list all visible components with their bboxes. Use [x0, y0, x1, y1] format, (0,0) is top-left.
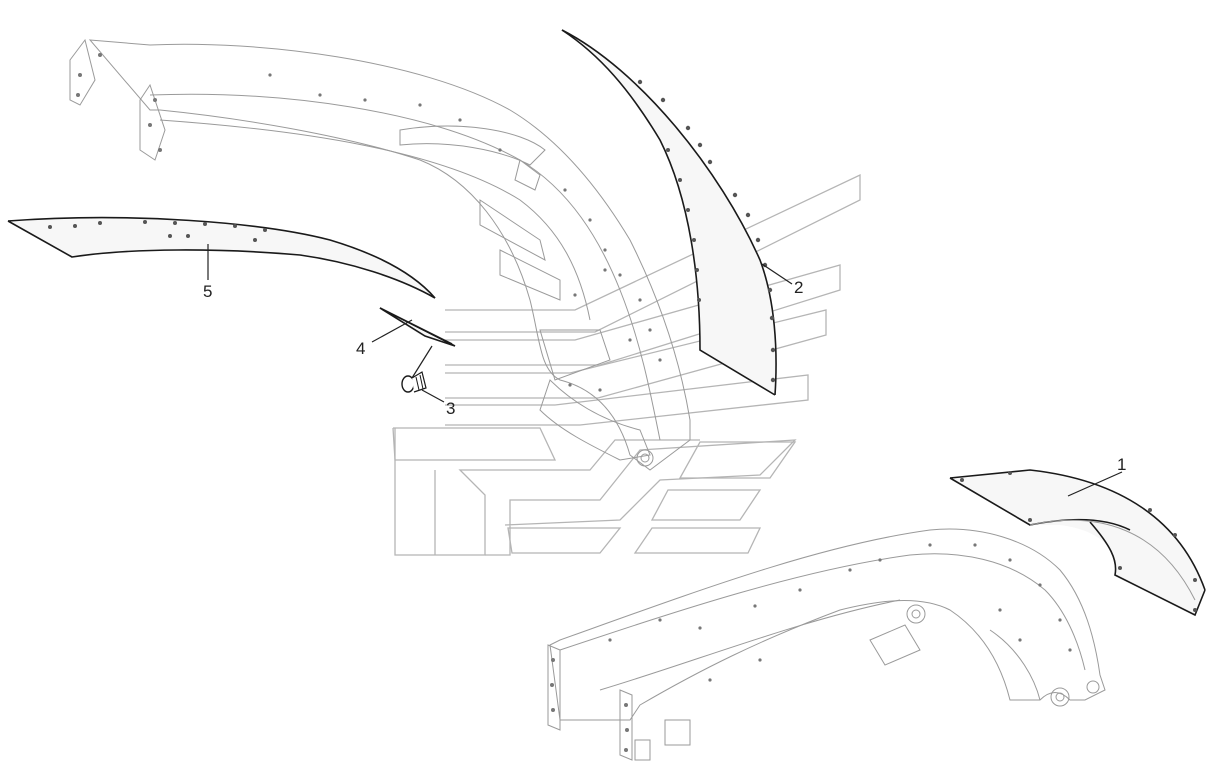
callout-label-4: 4 [356, 339, 365, 358]
part-3-bolt [401, 345, 433, 393]
part-5-curved-strip [7, 216, 436, 299]
callout-label-1: 1 [1117, 455, 1126, 474]
callout-3: 3 [421, 389, 455, 418]
callout-4: 4 [356, 319, 413, 358]
part-4-wedge-strip [379, 307, 456, 347]
part-2-tall-flap [561, 29, 777, 396]
part-1-fender-flap [949, 469, 1206, 617]
watermark-logo [392, 173, 861, 556]
lower-fender-assembly [547, 528, 1106, 761]
callout-label-3: 3 [446, 399, 455, 418]
upper-fender-assembly [69, 38, 691, 471]
callout-label-2: 2 [794, 278, 803, 297]
callout-5: 5 [203, 244, 212, 301]
callout-2: 2 [761, 263, 803, 297]
callout-1: 1 [1067, 455, 1126, 497]
callout-label-5: 5 [203, 282, 212, 301]
